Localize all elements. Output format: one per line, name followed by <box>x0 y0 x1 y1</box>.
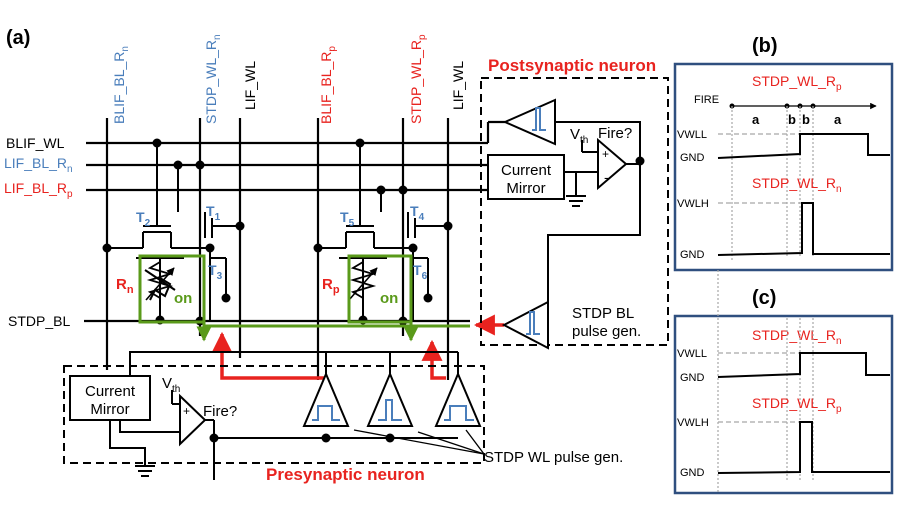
postsynaptic-feedback-wire <box>547 121 641 320</box>
label-t2: T2 <box>136 209 151 229</box>
b-interval-b2: b <box>802 112 810 127</box>
panel-b-label: (b) <box>752 35 778 57</box>
c-title-top: STDP_WL_Rn <box>752 327 842 347</box>
c-title-bottom: STDP_WL_Rp <box>752 395 842 415</box>
post-plus: + <box>602 147 609 161</box>
postsynaptic-comparator <box>597 137 628 191</box>
b-dashed-levels <box>718 133 800 204</box>
b-gnd2: GND <box>680 249 705 261</box>
label-rp: Rp <box>322 276 340 296</box>
post-current-mirror-line2: Mirror <box>506 180 545 197</box>
c-gnd2: GND <box>680 467 705 479</box>
b-title-top: STDP_WL_Rp <box>752 73 842 93</box>
blif-pulse-generator <box>502 98 556 146</box>
postsynaptic-title: Postsynaptic neuron <box>488 56 656 75</box>
label-lif-bl-rn: LIF_BL_Rn <box>4 155 73 175</box>
post-current-mirror-line1: Current <box>501 162 552 179</box>
label-lif-wl-1: LIF_WL <box>242 61 258 110</box>
label-t6: T6 <box>413 262 428 282</box>
b-vwlh: VWLH <box>677 198 709 210</box>
c-vwlh: VWLH <box>677 417 709 429</box>
pre-current-mirror-line2: Mirror <box>90 401 129 418</box>
b-interval-a2: a <box>834 112 842 127</box>
stdp-wl-callout-lines <box>353 429 485 455</box>
label-t5: T5 <box>340 209 355 229</box>
stdp-wl-gen-label: STDP WL pulse gen. <box>484 449 623 466</box>
rn-variable-arrow <box>145 267 175 301</box>
cell-rn <box>107 143 240 320</box>
presynaptic-title: Presynaptic neuron <box>266 465 425 484</box>
c-vwll: VWLL <box>677 348 707 360</box>
label-stdp-bl: STDP_BL <box>8 313 70 329</box>
pre-fire: Fire? <box>203 403 237 420</box>
b-waveform-bottom <box>717 202 890 256</box>
red-pulse-arrows <box>211 314 504 380</box>
c-gnd1: GND <box>680 372 705 384</box>
c-waveform-bottom <box>717 421 890 474</box>
post-ground-icon <box>566 172 586 207</box>
label-blif-bl-rn: BLIF_BL_Rn <box>111 46 131 124</box>
junction-dots <box>102 138 645 326</box>
pre-ground-icon <box>135 465 155 477</box>
panel-a-label: (a) <box>6 27 30 49</box>
label-t1: T1 <box>206 203 221 223</box>
rp-variable-arrow <box>348 267 378 301</box>
c-dashed-levels <box>718 352 800 423</box>
panel-b-frame <box>673 62 894 272</box>
label-blif-bl-rp: BLIF_BL_Rp <box>318 46 338 124</box>
green-current-path <box>138 254 470 342</box>
stdp-bl-pulse-generator <box>501 300 549 350</box>
presynaptic-current-mirror <box>69 375 151 421</box>
label-stdp-wl-rn: STDP_WL_Rn <box>203 34 223 124</box>
b-gnd1: GND <box>680 152 705 164</box>
label-t3: T3 <box>208 262 223 282</box>
c-dotted-guides <box>786 318 814 480</box>
stdp-bl-gen-line2: pulse gen. <box>572 323 641 340</box>
label-t4: T4 <box>410 203 425 223</box>
presynaptic-box <box>63 365 485 464</box>
postsynaptic-current-mirror <box>487 154 565 200</box>
panel-c-frame <box>673 314 894 495</box>
postsynaptic-box <box>480 77 669 346</box>
post-minus: - <box>604 169 609 185</box>
label-lif-wl-2: LIF_WL <box>450 61 466 110</box>
b-dotted-guides <box>731 106 814 260</box>
label-stdp-wl-rp: STDP_WL_Rp <box>408 34 428 124</box>
c-waveform-top <box>717 352 890 378</box>
panel-c-label: (c) <box>752 287 776 309</box>
b-waveform-top <box>717 133 890 159</box>
stdp-wl-pulse-generators <box>302 371 482 427</box>
pre-plus: + <box>183 404 190 418</box>
resistor-rp <box>349 261 377 299</box>
presynaptic-comparator <box>179 393 207 447</box>
pre-wires <box>109 351 459 480</box>
label-on-2: on <box>380 290 398 307</box>
stdp-bl-gen-line1: STDP BL <box>572 305 634 322</box>
b-title-bottom: STDP_WL_Rn <box>752 175 842 195</box>
b-interval-a1: a <box>752 112 760 127</box>
post-vth: Vth <box>570 126 588 146</box>
post-fire: Fire? <box>598 125 632 142</box>
label-blif-wl: BLIF_WL <box>6 135 65 151</box>
label-lif-bl-rp: LIF_BL_Rp <box>4 180 73 200</box>
b-vwll: VWLL <box>677 129 707 141</box>
b-fire: FIRE <box>694 94 719 106</box>
b-interval-b1: b <box>788 112 796 127</box>
label-on-1: on <box>174 290 192 307</box>
pre-vth: Vth <box>162 375 180 395</box>
pre-current-mirror-line1: Current <box>85 383 136 400</box>
resistor-rn <box>146 261 174 299</box>
label-rn: Rn <box>116 276 134 296</box>
